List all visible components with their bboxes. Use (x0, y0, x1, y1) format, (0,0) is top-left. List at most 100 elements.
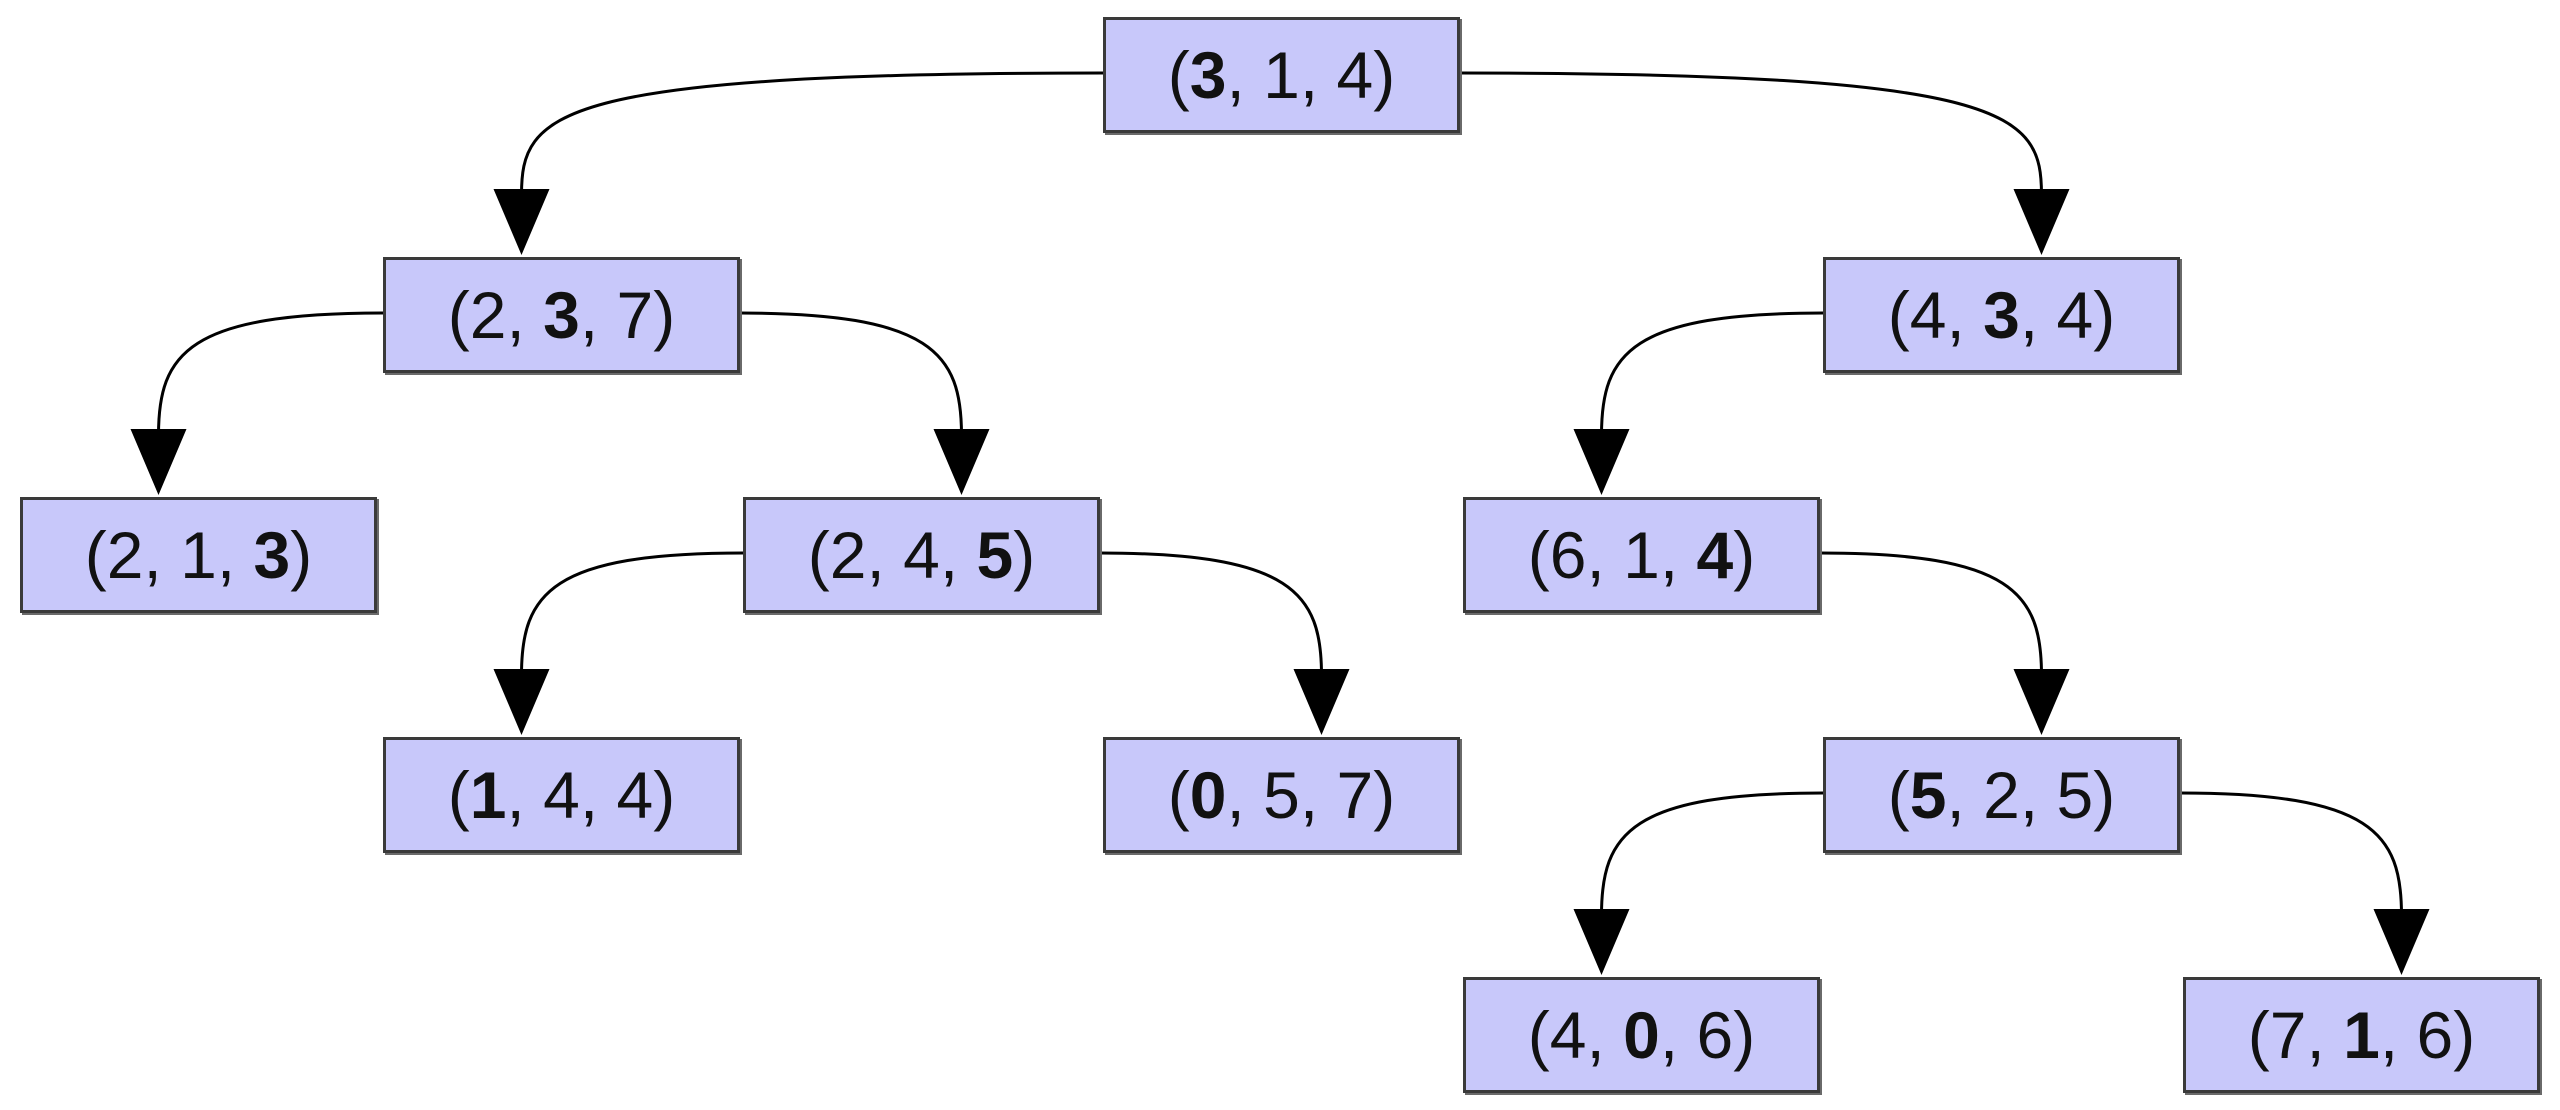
split-coordinate: 1 (2343, 998, 2380, 1072)
tree-node: (5, 2, 5) (1823, 737, 2180, 853)
tree-node: (2, 3, 7) (383, 257, 740, 373)
arrowhead-icon (2013, 669, 2070, 735)
arrowhead-icon (2373, 909, 2430, 975)
split-coordinate: 5 (1909, 758, 1947, 832)
split-coordinate: 5 (976, 518, 1014, 592)
separator: , (1226, 758, 1264, 832)
open-paren: ( (1527, 998, 1550, 1072)
split-coordinate: 0 (1189, 758, 1227, 832)
coordinate: 4 (543, 758, 580, 832)
arrowhead-icon (493, 669, 550, 735)
open-paren: ( (447, 758, 470, 832)
edge-line (520, 551, 744, 676)
open-paren: ( (447, 278, 470, 352)
arrowhead-icon (130, 429, 187, 495)
separator: , (1299, 38, 1337, 112)
coordinate: 6 (1696, 998, 1734, 1072)
coordinate: 4 (1909, 278, 1947, 352)
split-coordinate: 3 (543, 278, 580, 352)
edge-line (739, 311, 963, 436)
separator: , (1946, 278, 1984, 352)
separator: , (1659, 998, 1697, 1072)
split-coordinate: 3 (1983, 278, 2020, 352)
coordinate: 7 (2269, 998, 2307, 1072)
coordinate: 6 (2416, 998, 2454, 1072)
coordinate: 2 (829, 518, 867, 592)
tree-node: (1, 4, 4) (383, 737, 740, 853)
close-paren: ) (2093, 278, 2116, 352)
tree-node: (3, 1, 4) (1103, 17, 1460, 133)
tree-node: (4, 0, 6) (1463, 977, 1820, 1093)
open-paren: ( (1887, 278, 1910, 352)
edge-line (520, 71, 1104, 196)
split-coordinate: 1 (469, 758, 507, 832)
separator: , (2019, 758, 2057, 832)
separator: , (1226, 38, 1264, 112)
split-coordinate: 4 (1696, 518, 1734, 592)
separator: , (1946, 758, 1984, 832)
open-paren: ( (84, 518, 107, 592)
coordinate: 6 (1549, 518, 1587, 592)
coordinate: 4 (1336, 38, 1374, 112)
coordinate: 2 (1983, 758, 2020, 832)
separator: , (2379, 998, 2417, 1072)
separator: , (506, 278, 544, 352)
coordinate: 7 (1336, 758, 1374, 832)
close-paren: ) (1013, 518, 1036, 592)
close-paren: ) (1373, 38, 1396, 112)
separator: , (506, 758, 544, 832)
separator: , (143, 518, 181, 592)
open-paren: ( (1527, 518, 1550, 592)
open-paren: ( (1167, 758, 1190, 832)
close-paren: ) (653, 278, 676, 352)
close-paren: ) (1733, 518, 1756, 592)
open-paren: ( (807, 518, 830, 592)
edge-line (2179, 791, 2403, 916)
separator: , (1659, 518, 1697, 592)
arrowhead-icon (933, 429, 990, 495)
edge-line (1459, 71, 2043, 196)
coordinate: 2 (106, 518, 144, 592)
arrowhead-icon (1573, 429, 1630, 495)
split-coordinate: 3 (253, 518, 291, 592)
separator: , (216, 518, 254, 592)
close-paren: ) (1373, 758, 1396, 832)
coordinate: 5 (2056, 758, 2094, 832)
separator: , (866, 518, 904, 592)
close-paren: ) (290, 518, 313, 592)
coordinate: 5 (1263, 758, 1300, 832)
edge-line (1600, 791, 1824, 916)
edge-line (1600, 311, 1824, 436)
coordinate: 2 (469, 278, 507, 352)
open-paren: ( (1167, 38, 1190, 112)
tree-node: (7, 1, 6) (2183, 977, 2540, 1093)
separator: , (1299, 758, 1337, 832)
close-paren: ) (2453, 998, 2476, 1072)
tree-node: (6, 1, 4) (1463, 497, 1820, 613)
tree-node: (0, 5, 7) (1103, 737, 1460, 853)
coordinate: 4 (1549, 998, 1587, 1072)
separator: , (579, 278, 617, 352)
open-paren: ( (1887, 758, 1910, 832)
separator: , (579, 758, 617, 832)
coordinate: 7 (616, 278, 654, 352)
coordinate: 4 (903, 518, 940, 592)
split-coordinate: 0 (1623, 998, 1660, 1072)
separator: , (939, 518, 977, 592)
arrowhead-icon (2013, 189, 2070, 255)
edge-line (1819, 551, 2043, 676)
tree-node: (2, 4, 5) (743, 497, 1100, 613)
close-paren: ) (653, 758, 676, 832)
coordinate: 4 (616, 758, 654, 832)
separator: , (2306, 998, 2344, 1072)
separator: , (1586, 998, 1624, 1072)
coordinate: 1 (1263, 38, 1300, 112)
close-paren: ) (1733, 998, 1756, 1072)
separator: , (1586, 518, 1624, 592)
split-coordinate: 3 (1189, 38, 1227, 112)
tree-node: (4, 3, 4) (1823, 257, 2180, 373)
open-paren: ( (2247, 998, 2270, 1072)
separator: , (2019, 278, 2057, 352)
